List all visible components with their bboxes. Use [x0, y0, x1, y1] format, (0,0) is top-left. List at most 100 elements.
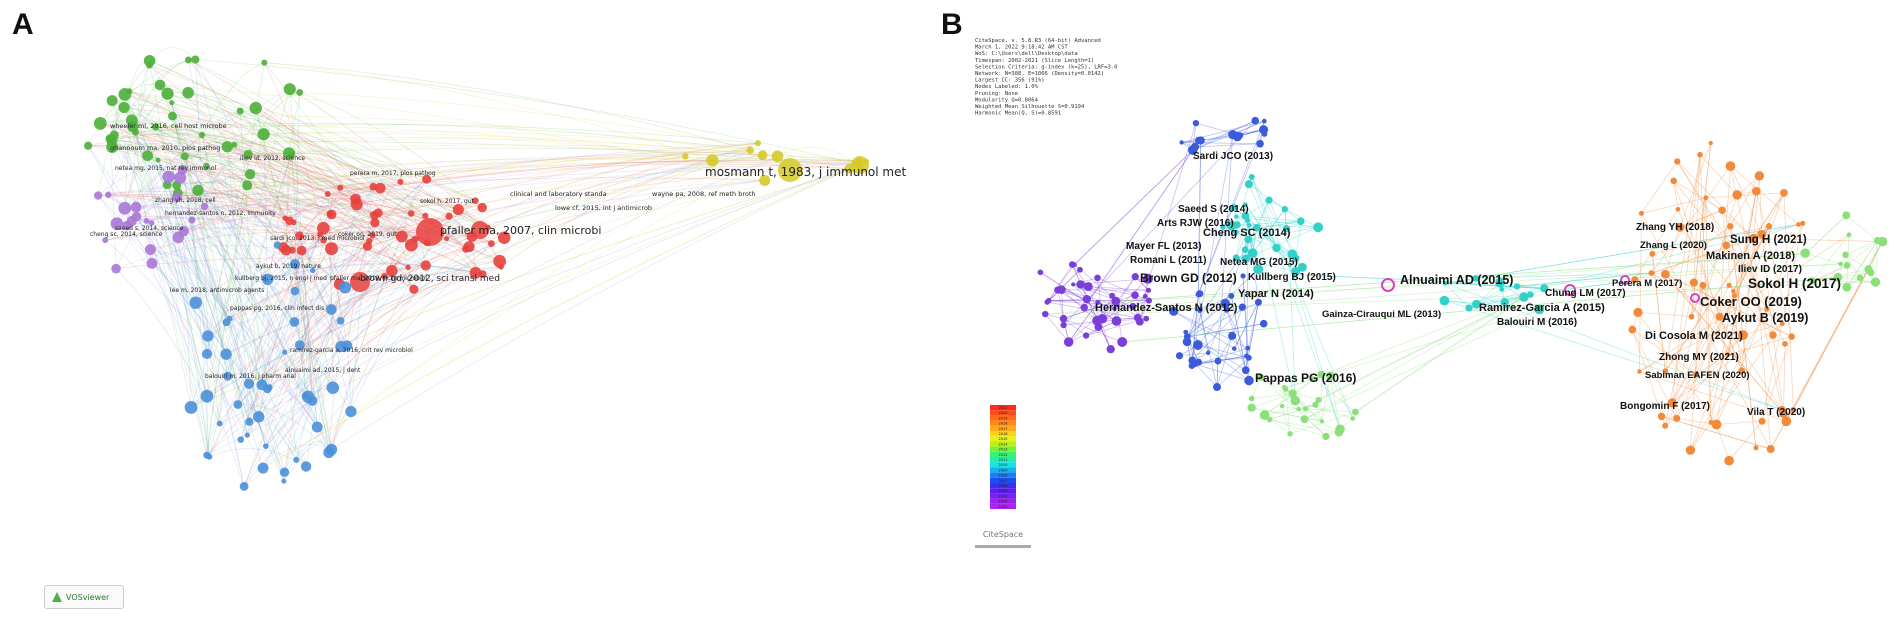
- panel-a-edge: [155, 126, 341, 189]
- panel-a-edge: [177, 161, 857, 194]
- panel-a-node-label: iliev id, 2012, science: [240, 155, 305, 162]
- panel-b-node-label: Bongomin F (2017): [1620, 401, 1710, 412]
- panel-b-node: [1779, 409, 1788, 418]
- panel-a-edge: [234, 144, 373, 236]
- panel-b-edge: [1197, 140, 1202, 295]
- panel-a-edge: [111, 129, 235, 145]
- panel-a-edge: [157, 160, 210, 457]
- panel-a-node: [341, 340, 353, 352]
- year-legend-swatch: [990, 498, 1016, 504]
- panel-a-node: [420, 260, 431, 271]
- panel-b-node: [1800, 220, 1806, 226]
- panel-b-edge: [1693, 282, 1744, 336]
- panel-a-edge: [149, 64, 426, 217]
- panel-b-edge: [1632, 329, 1696, 375]
- panel-a-edge: [331, 214, 415, 290]
- panel-a-node: [300, 461, 312, 472]
- panel-a-edge: [263, 133, 381, 189]
- panel-a-node: [148, 220, 155, 226]
- panel-a-edge: [327, 193, 416, 240]
- panel-a-edge: [197, 189, 483, 275]
- panel-a-edge: [264, 62, 415, 290]
- panel-a-node: [104, 191, 112, 199]
- panel-a-node: [130, 201, 142, 213]
- panel-b-node: [1315, 396, 1322, 404]
- panel-b-edge: [1693, 154, 1701, 283]
- panel-a-letter: A: [12, 8, 34, 41]
- panel-b-edge: [1730, 165, 1763, 235]
- panel-b-metadata: CiteSpace, v. 5.8.R3 (64-bit) AdvancedMa…: [975, 38, 1117, 117]
- panel-b-edge: [1251, 176, 1341, 430]
- panel-a-edge: [229, 318, 306, 396]
- panel-a-edge: [249, 173, 340, 285]
- panel-b-node: [1297, 217, 1305, 226]
- panel-b-edge: [1245, 226, 1319, 260]
- panel-b-edge: [1868, 241, 1883, 270]
- panel-a-node: [184, 400, 198, 414]
- panel-a-node: [154, 79, 166, 91]
- panel-b-edge: [1269, 404, 1316, 420]
- panel-b-edge: [1761, 336, 1793, 422]
- panel-a-edge: [291, 154, 489, 228]
- panel-b-node-label: Ramirez-Garcia A (2015): [1479, 302, 1605, 314]
- panel-a-edge: [188, 59, 250, 422]
- panel-b-node: [1241, 211, 1250, 220]
- panel-a-edge: [172, 115, 248, 436]
- panel-b-edge: [1061, 289, 1149, 291]
- panel-a-edge: [458, 160, 860, 210]
- panel-a-edge: [206, 154, 249, 354]
- panel-a-edge: [150, 249, 295, 323]
- panel-b-edge: [1230, 295, 1247, 371]
- panel-b-node: [1145, 287, 1152, 293]
- panel-b-edge: [1728, 420, 1763, 461]
- panel-a-edge: [99, 59, 196, 124]
- panel-b-edge: [1783, 192, 1794, 410]
- panel-a-node: [182, 86, 194, 99]
- panel-b-node: [1287, 262, 1292, 267]
- panel-b-node: [1071, 262, 1077, 268]
- panel-b-edge: [1665, 273, 1784, 414]
- panel-a-edge: [97, 166, 183, 196]
- panel-b-node: [1247, 222, 1252, 228]
- panel-a-node: [326, 381, 340, 395]
- panel-b-node: [1769, 331, 1777, 339]
- panel-a-edge: [344, 178, 427, 288]
- panel-b-node: [1082, 332, 1090, 339]
- panel-b-edge: [1244, 204, 1291, 266]
- panel-a-edge: [197, 189, 409, 268]
- panel-a-node: [244, 169, 256, 180]
- panel-a-edge: [179, 177, 192, 408]
- panel-b-edge: [1097, 277, 1150, 301]
- panel-b-node: [1259, 410, 1270, 420]
- year-legend-label: 2021: [999, 406, 1008, 410]
- panel-a-edge: [234, 144, 373, 236]
- panel-b-edge: [1444, 300, 1540, 310]
- panel-a-edge: [285, 186, 374, 251]
- panel-a-edge: [267, 263, 483, 280]
- panel-a-edge: [176, 197, 285, 482]
- panel-a-edge: [123, 107, 415, 290]
- panel-b-node: [1044, 299, 1050, 305]
- panel-b-edge: [1695, 354, 1729, 375]
- panel-a-node: [397, 178, 404, 185]
- panel-b-edge: [1269, 419, 1339, 433]
- year-legend-swatch: [990, 446, 1016, 452]
- panel-b-node: [1540, 284, 1549, 293]
- panel-a-node: [261, 59, 268, 66]
- panel-a-edge: [500, 159, 713, 268]
- panel-b-node-label: Zhang YH (2018): [1636, 222, 1714, 233]
- panel-a-edge: [126, 142, 758, 226]
- panel-a-node: [226, 315, 233, 322]
- panel-b-edge: [1705, 197, 1754, 239]
- year-legend-label: 2008: [999, 474, 1008, 478]
- panel-b-edge: [1516, 272, 1652, 287]
- panel-a-edge: [114, 134, 375, 216]
- panel-a-edge: [168, 176, 385, 277]
- panel-b-node: [1529, 292, 1534, 298]
- panel-a-edge: [267, 154, 763, 280]
- panel-a-edge: [171, 102, 208, 354]
- panel-b-node: [1244, 180, 1253, 189]
- panel-b-node: [1708, 140, 1713, 146]
- panel-b-metadata-line: March 1, 2022 9:18:42 AM CST: [975, 45, 1068, 51]
- panel-a-edge: [248, 142, 759, 385]
